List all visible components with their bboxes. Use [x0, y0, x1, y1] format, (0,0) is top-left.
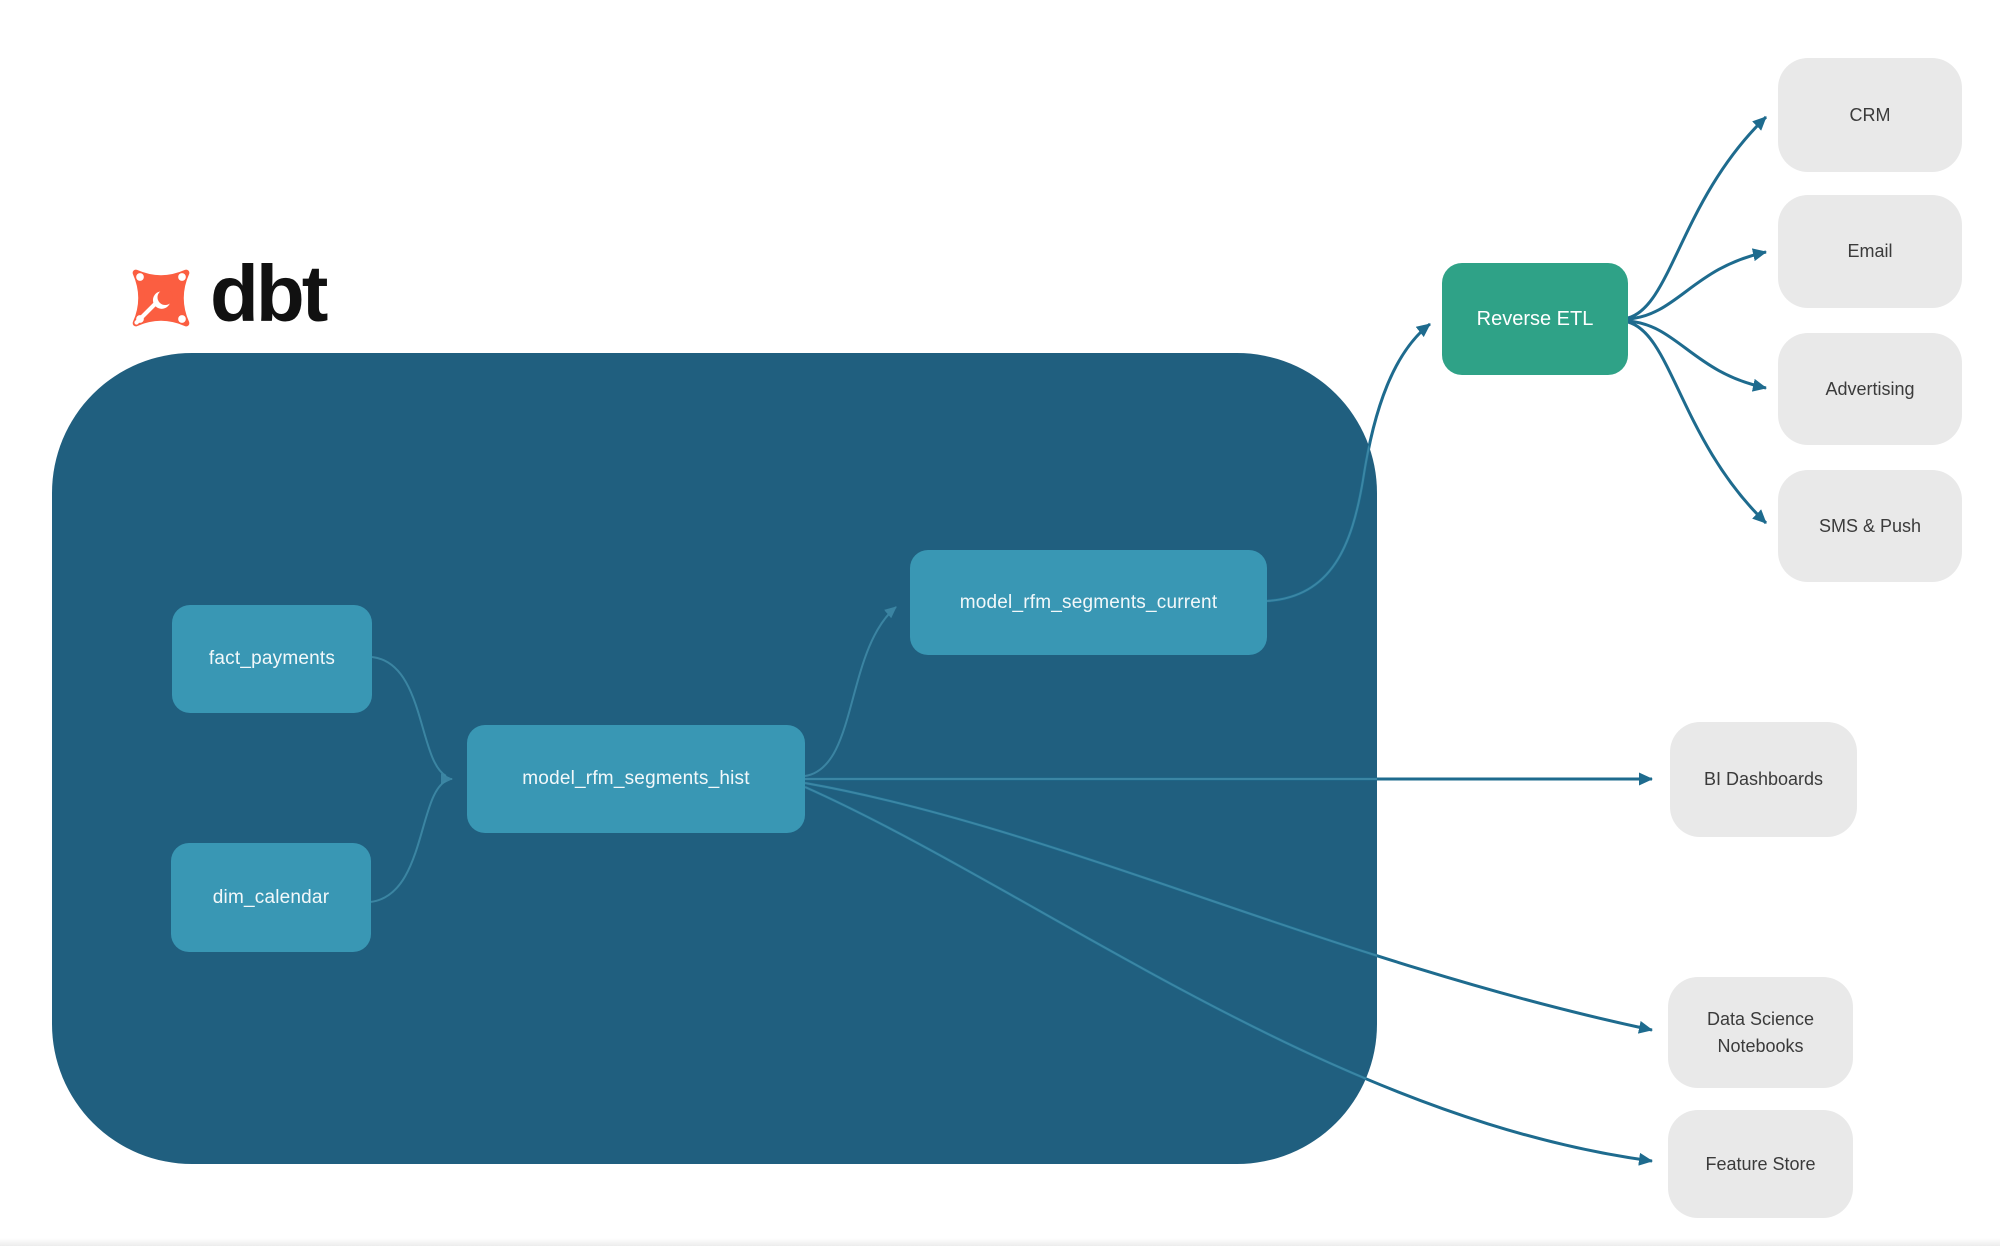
page-bottom-edge	[0, 1238, 2000, 1246]
node-email[interactable]: Email	[1778, 195, 1962, 308]
node-label: CRM	[1849, 104, 1891, 125]
node-model-rfm-segments-hist[interactable]: model_rfm_segments_hist	[467, 725, 805, 833]
edge-reverse-etl-to-email	[1627, 248, 1767, 321]
node-fact-payments[interactable]: fact_payments	[172, 605, 372, 713]
edge-reverse-etl-to-advertising	[1627, 319, 1767, 392]
node-label: fact_payments	[208, 648, 336, 669]
edge-reverse-etl-to-sms-push	[1627, 320, 1768, 525]
node-label: Reverse ETL	[1476, 307, 1594, 330]
node-dim-calendar[interactable]: dim_calendar	[171, 843, 371, 952]
dbt-logo: dbt	[126, 254, 328, 338]
node-label: Data Science Notebooks	[1706, 1009, 1815, 1056]
node-label: Email	[1847, 241, 1893, 262]
node-model-rfm-segments-current[interactable]: model_rfm_segments_current	[910, 550, 1267, 655]
node-label: BI Dashboards	[1703, 769, 1824, 790]
dbt-wordmark: dbt	[210, 249, 328, 338]
edge-reverse-etl-to-crm	[1627, 115, 1768, 320]
node-label: model_rfm_segments_current	[959, 591, 1218, 613]
node-crm[interactable]: CRM	[1778, 58, 1962, 172]
dbt-logo-icon	[132, 269, 190, 327]
node-sms-push[interactable]: SMS & Push	[1778, 470, 1962, 582]
node-label: dim_calendar	[212, 886, 330, 908]
node-data-science-notebooks[interactable]: Data Science Notebooks	[1668, 977, 1853, 1088]
node-label: SMS & Push	[1818, 515, 1922, 536]
node-label: Advertising	[1825, 378, 1915, 399]
node-bi-dashboards[interactable]: BI Dashboards	[1670, 722, 1857, 837]
node-reverse-etl[interactable]: Reverse ETL	[1442, 263, 1628, 375]
node-label: Feature Store	[1705, 1153, 1816, 1174]
node-advertising[interactable]: Advertising	[1778, 333, 1962, 445]
node-feature-store[interactable]: Feature Store	[1668, 1110, 1853, 1218]
node-label: model_rfm_segments_hist	[522, 768, 750, 789]
